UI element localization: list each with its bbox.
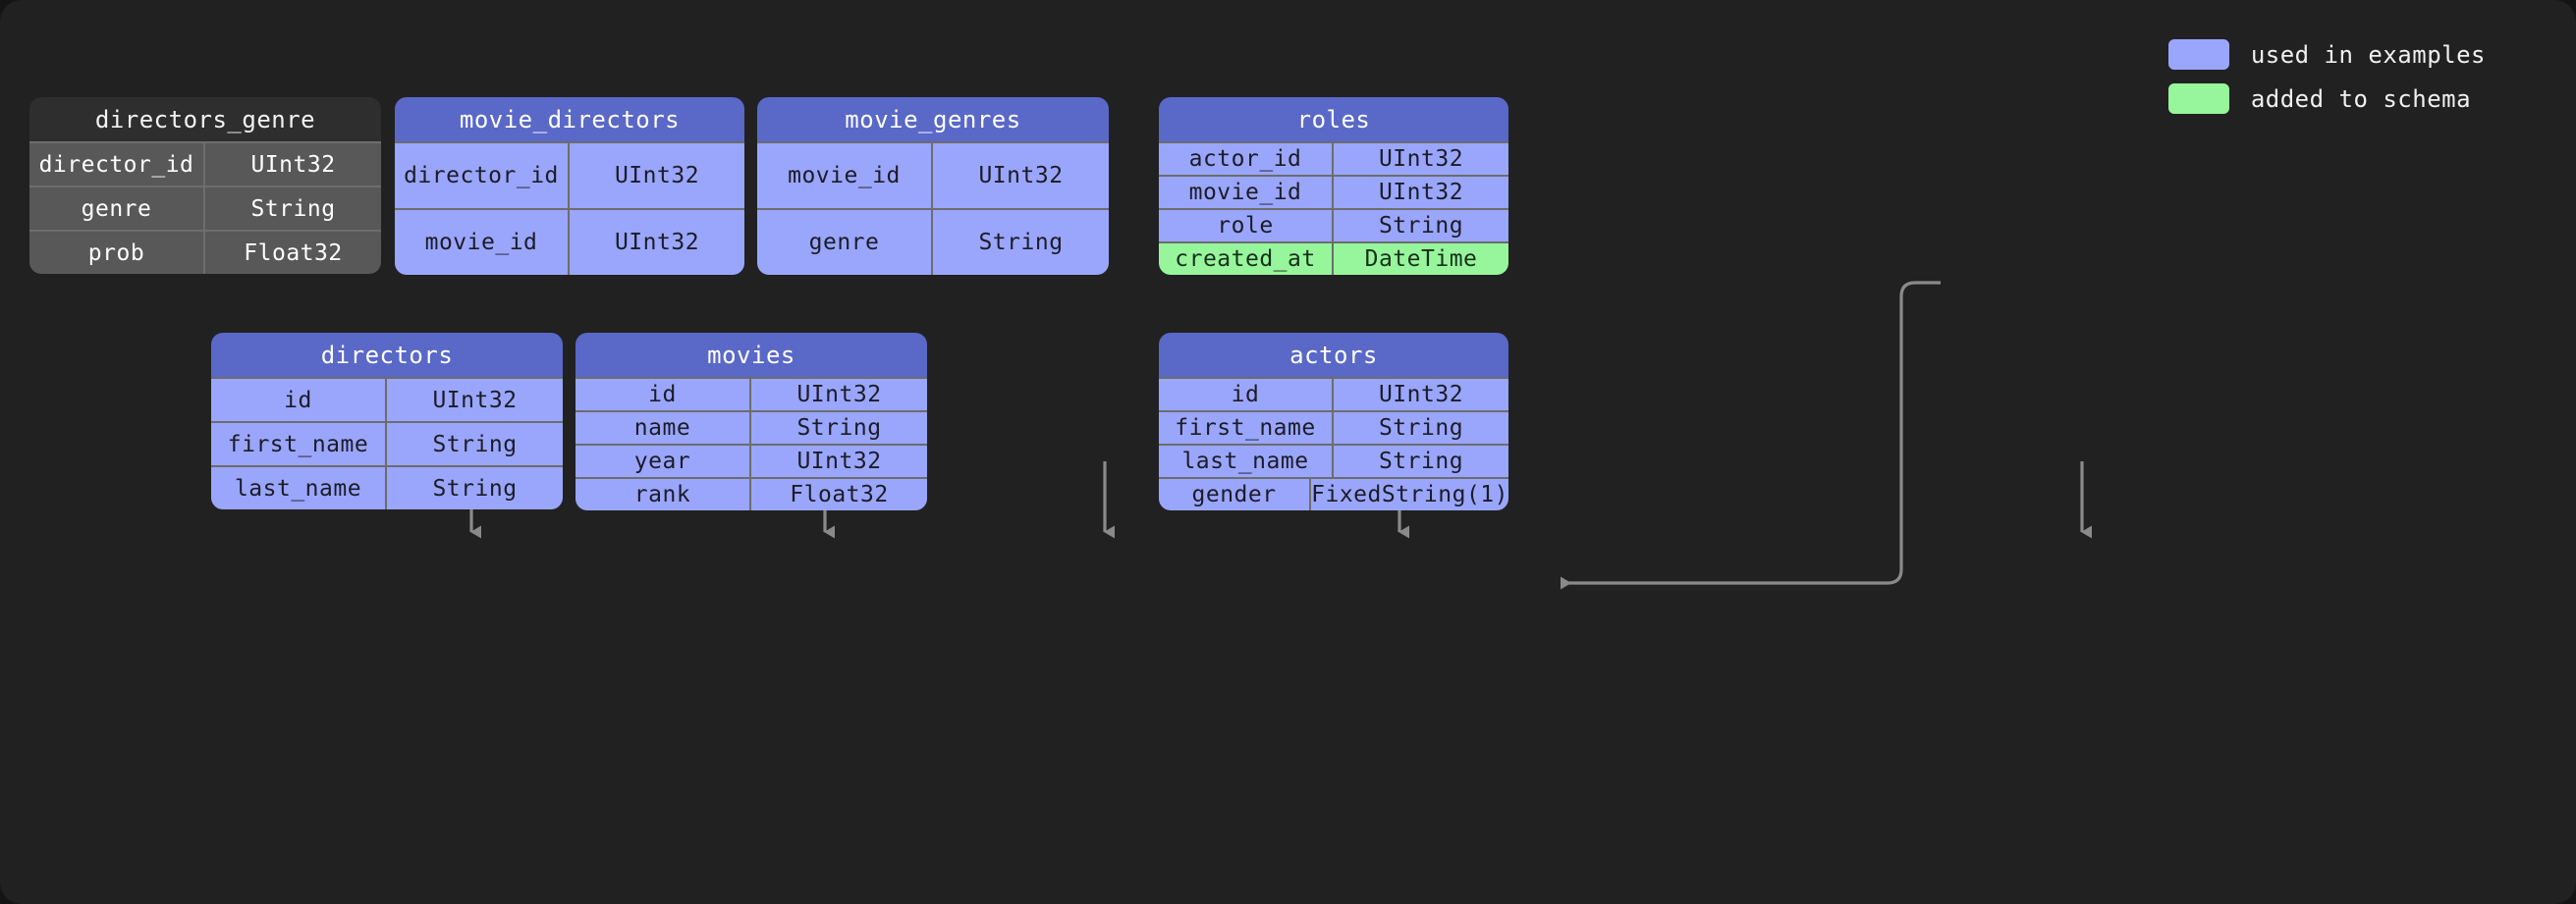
column-name: first_name — [211, 423, 387, 465]
table-row[interactable]: rank Float32 — [575, 477, 927, 510]
legend-swatch-added-to-schema — [2167, 83, 2229, 114]
table-title-movies: movies — [575, 333, 927, 377]
column-name: last_name — [1159, 446, 1334, 477]
table-row[interactable]: genre String — [29, 186, 381, 230]
column-type: Float32 — [790, 482, 889, 507]
column-name: movie_id — [395, 210, 570, 275]
table-row[interactable]: id UInt32 — [1159, 377, 1508, 410]
column-type: String — [1378, 213, 1464, 239]
column-name: movie_id — [757, 143, 933, 208]
column-type: FixedString(1) — [1311, 482, 1508, 507]
column-name: created_at — [1159, 243, 1334, 275]
table-row[interactable]: last_name String — [211, 465, 563, 509]
column-type: String — [1378, 449, 1464, 474]
column-name: name — [575, 412, 751, 444]
table-row[interactable]: director_id UInt32 — [29, 141, 381, 186]
column-name: actor_id — [1159, 143, 1334, 175]
table-row[interactable]: movie_id UInt32 — [1159, 175, 1508, 208]
column-name: director_id — [395, 143, 570, 208]
table-row[interactable]: director_id UInt32 — [395, 141, 744, 208]
column-name: rank — [575, 479, 751, 510]
legend: used in examples added to schema — [2167, 39, 2486, 114]
column-type: UInt32 — [978, 163, 1064, 188]
column-name: last_name — [211, 467, 387, 509]
legend-label-added-to-schema: added to schema — [2250, 84, 2472, 113]
table-row[interactable]: genre String — [757, 208, 1109, 275]
column-name: director_id — [29, 143, 205, 186]
column-name: gender — [1159, 479, 1312, 510]
column-name: genre — [29, 187, 205, 230]
table-row[interactable]: year UInt32 — [575, 444, 927, 477]
column-name: id — [575, 379, 751, 410]
table-title-roles: roles — [1159, 97, 1508, 141]
legend-label-used-in-examples: used in examples — [2250, 40, 2486, 69]
legend-item-used-in-examples: used in examples — [2167, 39, 2486, 70]
table-title-movie_directors: movie_directors — [395, 97, 744, 141]
table-title-directors_genre: directors_genre — [29, 97, 381, 141]
column-type: DateTime — [1364, 246, 1478, 272]
table-row[interactable]: id UInt32 — [211, 377, 563, 421]
table-row[interactable]: first_name String — [211, 421, 563, 465]
column-type: String — [796, 415, 882, 441]
table-row[interactable]: last_name String — [1159, 444, 1508, 477]
column-type: Float32 — [244, 239, 343, 266]
column-type: UInt32 — [432, 387, 518, 413]
table-row[interactable]: actor_id UInt32 — [1159, 141, 1508, 175]
column-type: UInt32 — [614, 230, 700, 255]
table-row[interactable]: prob Float32 — [29, 230, 381, 274]
column-type: String — [432, 431, 518, 457]
column-type: UInt32 — [1378, 180, 1464, 205]
column-type: UInt32 — [614, 163, 700, 188]
column-name: id — [1159, 379, 1334, 410]
table-row[interactable]: name String — [575, 410, 927, 444]
table-row[interactable]: id UInt32 — [575, 377, 927, 410]
table-title-directors: directors — [211, 333, 563, 377]
table-title-movie_genres: movie_genres — [757, 97, 1109, 141]
column-name: role — [1159, 210, 1334, 241]
table-row[interactable]: created_at DateTime — [1159, 241, 1508, 275]
column-type: UInt32 — [1378, 146, 1464, 172]
table-row[interactable]: role String — [1159, 208, 1508, 241]
column-type: String — [978, 230, 1064, 255]
column-type: UInt32 — [796, 449, 882, 474]
column-type: String — [432, 475, 518, 502]
column-name: genre — [757, 210, 933, 275]
table-row[interactable]: first_name String — [1159, 410, 1508, 444]
column-type: String — [250, 195, 336, 222]
column-name: first_name — [1159, 412, 1334, 444]
edge-roles-to-movies — [1561, 281, 1941, 590]
column-name: year — [575, 446, 751, 477]
column-name: id — [211, 379, 387, 421]
column-name: prob — [29, 232, 205, 274]
table-row[interactable]: movie_id UInt32 — [757, 141, 1109, 208]
column-name: movie_id — [1159, 177, 1334, 208]
table-row[interactable]: movie_id UInt32 — [395, 208, 744, 275]
column-type: String — [1378, 415, 1464, 441]
column-type: UInt32 — [1378, 382, 1464, 407]
legend-item-added-to-schema: added to schema — [2167, 83, 2472, 114]
legend-swatch-used-in-examples — [2167, 39, 2229, 70]
column-type: UInt32 — [796, 382, 882, 407]
column-type: UInt32 — [250, 151, 336, 178]
table-title-actors: actors — [1159, 333, 1508, 377]
